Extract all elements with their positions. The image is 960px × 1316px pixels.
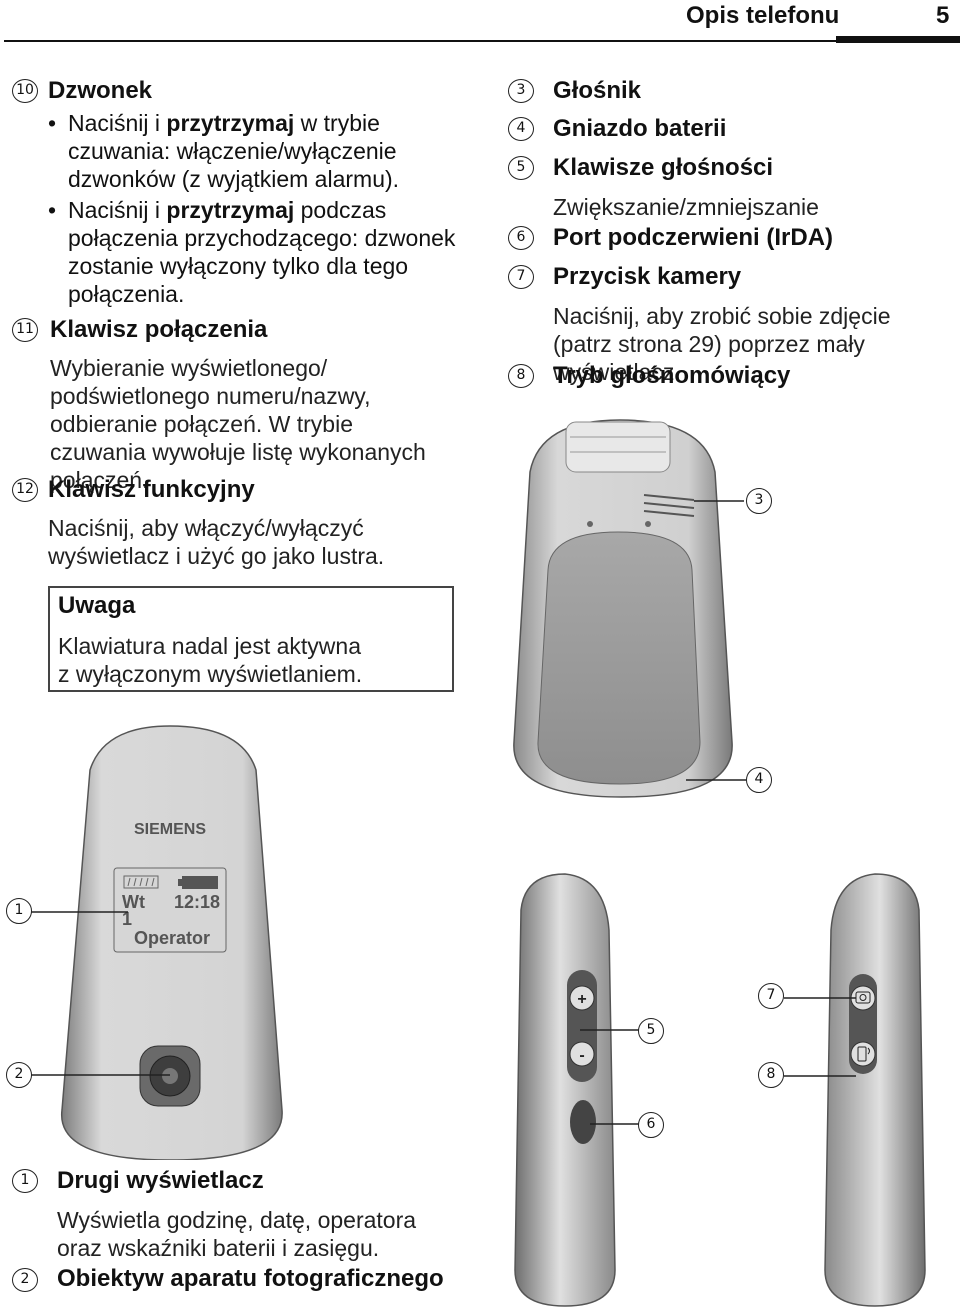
item-1-number: 1: [12, 1169, 38, 1193]
item-6-number: 6: [508, 226, 534, 250]
side-body-right: [824, 873, 926, 1307]
display-time: 12:18: [174, 892, 220, 912]
volume-up-button: [569, 985, 595, 1011]
page-title: Opis telefonu: [686, 2, 840, 29]
item-10-bullet-2: Naciśnij i przytrzymaj podczas połączeni…: [48, 196, 458, 308]
brand-logo-front: SIEMENS: [134, 821, 206, 838]
callout-lines-front: [30, 911, 170, 1076]
note-box: Uwaga Klawiatura nadal jest aktywna z wy…: [48, 586, 454, 692]
item-3-title: Głośnik: [553, 77, 642, 104]
item-11-title: Klawisz połączenia: [50, 316, 268, 343]
bullet-text: Naciśnij i: [68, 197, 167, 223]
battery-cover: [537, 531, 701, 785]
item-11-number: 11: [12, 318, 38, 342]
battery-icon: [178, 876, 218, 889]
item-7-title: Przycisk kamery: [553, 263, 742, 290]
item-5-text: Zwiększanie/zmniejszanie: [553, 194, 819, 220]
callout-1: 1: [6, 898, 32, 924]
item-7-number: 7: [508, 265, 534, 289]
item-1-text: Wyświetla godzinę, datę, operatora oraz …: [57, 1207, 417, 1261]
bullet-text: w trybie czuwania: włączenie/wyłączenie …: [68, 110, 400, 192]
item-12-number: 12: [12, 478, 38, 502]
bullet-bold: przytrzymaj: [166, 110, 295, 136]
callout-3: 3: [746, 488, 772, 514]
signal-icon: [123, 875, 159, 889]
item-5-title: Klawisze głośności: [553, 154, 774, 181]
item-4-number: 4: [508, 117, 534, 141]
speaker-grille: [643, 494, 695, 517]
item-6-title: Port podczerwieni (IrDA): [553, 224, 834, 251]
callout-4: 4: [746, 767, 772, 793]
callout-lines-left-side: [580, 1029, 640, 1125]
phone-left-side-illustration: + -: [514, 873, 616, 1307]
item-10-title: Dzwonek: [48, 77, 153, 104]
page-number: 5: [936, 2, 950, 29]
item-12-title: Klawisz funkcyjny: [48, 476, 255, 503]
irda-port: [570, 1100, 596, 1144]
header-rule: [4, 40, 960, 42]
display-day: Wt: [122, 892, 145, 912]
item-2-number: 2: [12, 1268, 38, 1292]
item-1-title: Drugi wyświetlacz: [57, 1167, 264, 1194]
item-12-text: Naciśnij, aby włączyć/wyłączyć wyświetla…: [48, 515, 385, 569]
item-4-title: Gniazdo baterii: [553, 115, 727, 142]
callout-lines-right-side: [784, 997, 856, 1077]
item-8-number: 8: [508, 364, 534, 388]
note-text: Klawiatura nadal jest aktywna z wyłączon…: [58, 633, 363, 687]
volume-minus-label: -: [579, 1047, 584, 1064]
header-rule-accent: [836, 36, 960, 43]
handsfree-button: [850, 1041, 876, 1067]
phone-right-side-illustration: [824, 873, 926, 1307]
bullet-bold: przytrzymaj: [166, 197, 295, 223]
callout-7: 7: [758, 983, 784, 1009]
item-10-number: 10: [12, 79, 38, 103]
item-8-title: Tryb głośnomówiący: [553, 362, 791, 389]
item-10-bullet-1: Naciśnij i przytrzymaj w trybie czuwania…: [48, 109, 428, 193]
bullet-text: podczas połączenia przychodzącego: dzwon…: [68, 197, 456, 307]
item-2-title: Obiektyw aparatu fotograficznego: [57, 1265, 444, 1292]
note-title: Uwaga: [58, 592, 136, 619]
volume-down-button: [569, 1041, 595, 1067]
callout-2: 2: [6, 1062, 32, 1088]
hinge: [565, 421, 671, 473]
item-7-text: Naciśnij, aby zrobić sobie zdjęcie (patr…: [553, 303, 891, 385]
callout-lines-back: [686, 500, 746, 781]
handsfree-button-icon: [857, 1046, 867, 1062]
item-3-number: 3: [508, 79, 534, 103]
display-line2: 1: [122, 909, 132, 929]
phone-back-illustration: SIEMENS: [513, 419, 733, 798]
callout-6: 6: [638, 1112, 664, 1138]
display-operator: Operator: [134, 928, 210, 948]
callout-5: 5: [638, 1018, 664, 1044]
item-5-number: 5: [508, 156, 534, 180]
volume-plus-label: +: [577, 991, 586, 1008]
phone-front-illustration: SIEMENS Wt 12:18 1 Operator: [61, 725, 283, 1160]
callout-8: 8: [758, 1062, 784, 1088]
item-11-text: Wybieranie wyświetlonego/ podświetlonego…: [50, 355, 426, 493]
bullet-text: Naciśnij i: [68, 110, 167, 136]
